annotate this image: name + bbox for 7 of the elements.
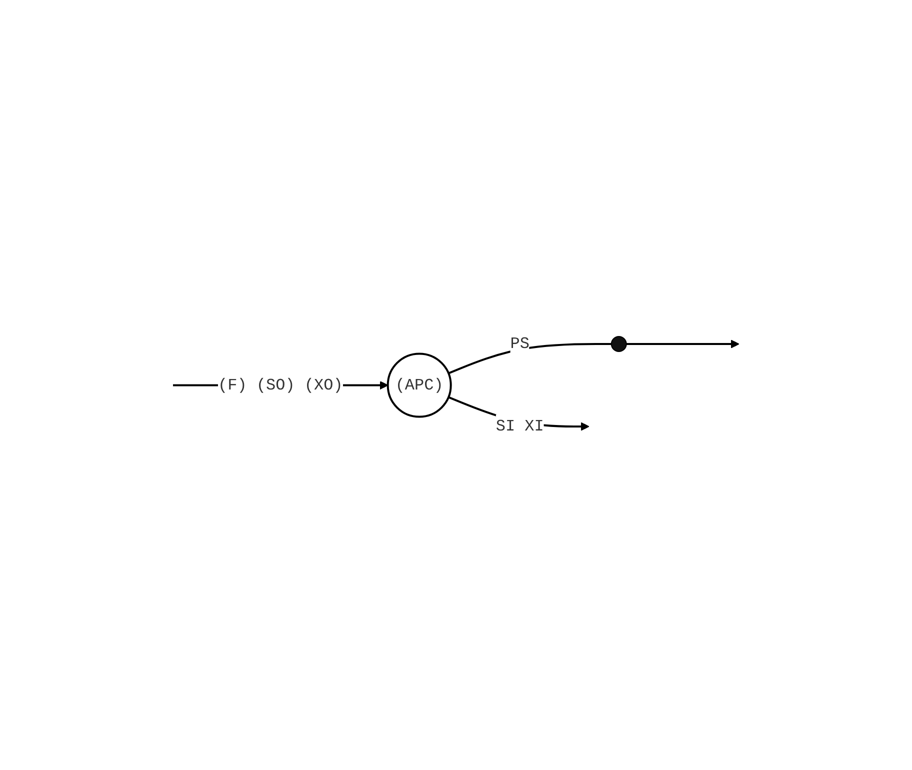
- arrow: [626, 339, 740, 348]
- edge-label: SI XI: [496, 417, 544, 436]
- edge-label: PS: [510, 334, 530, 353]
- connector: [448, 342, 612, 374]
- node-circle: (APC): [386, 352, 452, 418]
- node-circle: [610, 336, 627, 352]
- edge-label: (F) (SO) (XO): [218, 376, 343, 394]
